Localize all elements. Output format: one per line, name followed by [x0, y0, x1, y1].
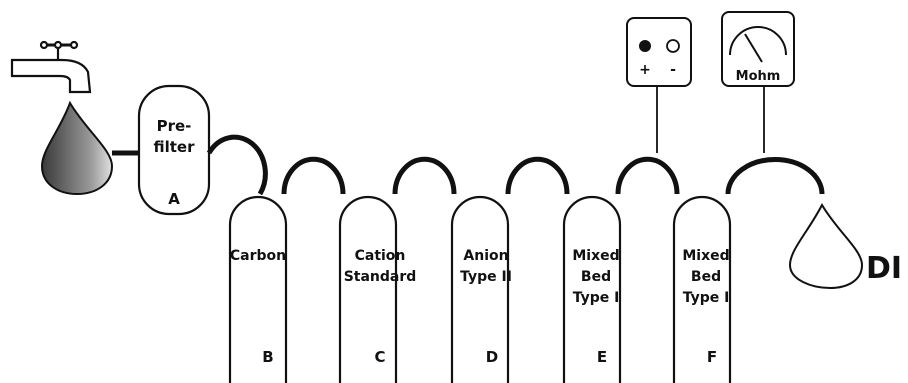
indicator-plus-label: +	[639, 62, 651, 78]
indicator-minus-label: -	[670, 62, 676, 78]
tank-mixed-bed-e: Mixed Bed Type I E	[562, 195, 622, 383]
resistivity-meter: Mohm	[721, 11, 795, 153]
tank-letter: F	[707, 348, 717, 366]
tank-label: Bed	[691, 269, 721, 285]
prefilter-cartridge: Pre- filter A	[137, 84, 211, 216]
tank-cation: Cation Standard C	[338, 195, 417, 383]
meter-label: Mohm	[736, 69, 781, 84]
tank-label: Type I	[683, 290, 730, 306]
tank-label: Type I	[573, 290, 620, 306]
tank-letter: B	[262, 348, 273, 366]
prefilter-letter: A	[168, 190, 180, 208]
tank-label: Mixed	[572, 248, 619, 264]
indicator-on-light-icon	[639, 40, 651, 52]
prefilter-label-line1: Pre-	[157, 117, 192, 135]
tank-label: Cation	[355, 248, 406, 264]
meter-dial-icon	[729, 26, 787, 56]
input-water-drop-icon	[40, 100, 114, 196]
connecting-hoses	[206, 134, 825, 196]
meter-needle-icon	[744, 33, 763, 63]
tank-letter: E	[597, 348, 607, 366]
tank-anion: Anion Type II D	[450, 195, 512, 383]
tank-label: Standard	[344, 269, 417, 285]
tank-letter: C	[374, 348, 385, 366]
tank-label: Anion	[463, 248, 508, 264]
output-label: DI	[866, 251, 902, 286]
prefilter-label-line2: filter	[153, 138, 195, 156]
tank-label: Mixed	[682, 248, 729, 264]
faucet-icon	[10, 40, 92, 94]
tank-label: Bed	[581, 269, 611, 285]
indicator-off-light-icon	[666, 39, 680, 53]
tank-carbon: Carbon B	[228, 195, 288, 383]
indicator-light-box: + -	[626, 17, 692, 153]
output-water-drop-icon	[788, 202, 864, 290]
tank-mixed-bed-f: Mixed Bed Type I F	[672, 195, 732, 383]
tank-letter: D	[486, 348, 498, 366]
tank-label: Carbon	[230, 248, 286, 264]
tank-label: Type II	[460, 269, 512, 285]
